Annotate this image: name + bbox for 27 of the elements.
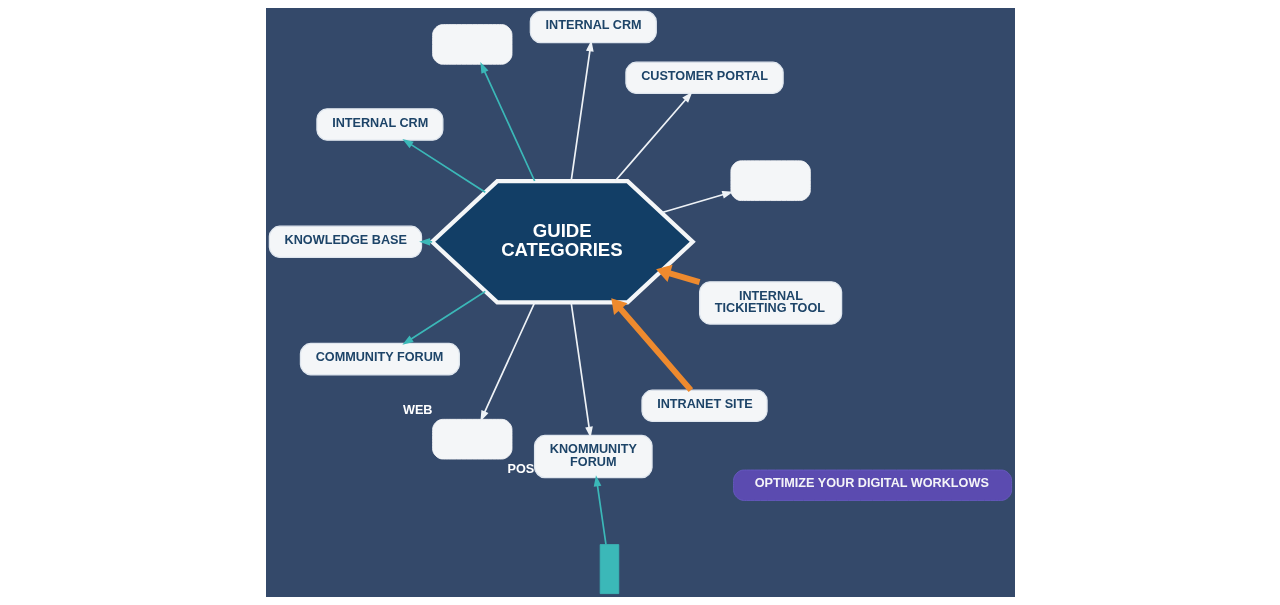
arrow [655,264,700,285]
arrow [593,475,607,546]
arrow [479,301,535,422]
arrow [660,191,733,214]
arrow [418,237,433,246]
node-label: WEB [402,403,433,418]
arrow [610,298,693,392]
node-label: POS [507,461,534,476]
node-box: KNOWLEDGE BASE [268,225,422,259]
node-box: KNOMMUNITY FORUM [533,434,653,479]
node-box: INTERNAL CRM [529,10,657,44]
node-bar [599,544,619,595]
arrow [569,40,594,182]
node-box: OPTIMIZE YOUR DIGITAL WORKLOWS [732,469,1012,501]
arrow [479,62,535,182]
arrow [613,91,692,182]
node-box: COMMUNITY FORUM [299,342,460,376]
node-box [431,418,512,460]
arrow [401,290,486,345]
node-box: INTERNAL CRM [315,108,443,141]
arrow [569,301,593,438]
node-box [729,160,811,201]
node-box: INTRANET SITE [640,389,768,423]
arrow [401,138,486,194]
node-box: CUSTOMER PORTAL [624,61,784,95]
node-box: INTERNAL TICKIETING TOOL [698,281,842,325]
node-box [431,24,512,65]
